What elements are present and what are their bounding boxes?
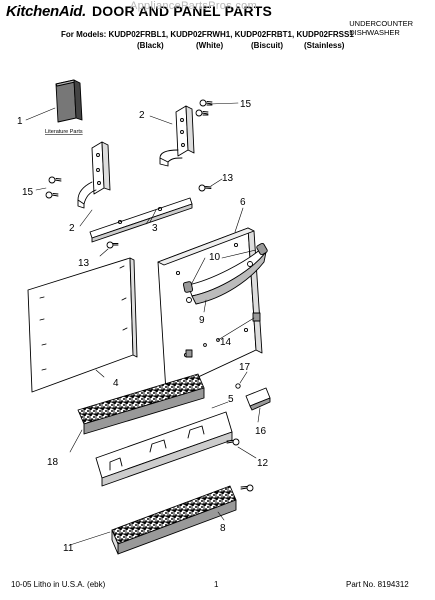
hinge-bracket-right: [159, 105, 195, 167]
finish-biscuit: (Biscuit): [251, 41, 283, 50]
callout-13-upper: 13: [222, 173, 234, 184]
finish-stainless: (Stainless): [304, 41, 345, 50]
product-type: UNDERCOUNTER DISHWASHER: [349, 19, 413, 37]
bottom-rail: [111, 485, 237, 555]
litho-note: 10-05 Litho in U.S.A. (ebk): [11, 580, 106, 589]
callout-17: 17: [239, 362, 251, 373]
part-number: Part No. 8194312: [346, 580, 409, 589]
model-list: For Models: KUDP02FRBL1, KUDP02FRWH1, KU…: [61, 30, 354, 39]
callout-14: 14: [220, 337, 232, 348]
callout-3: 3: [152, 223, 158, 234]
watermark: AppliancePartsPros.com: [130, 0, 258, 12]
callout-2-left: 2: [69, 223, 75, 234]
leader-lines: [25, 107, 173, 546]
callout-5: 5: [228, 394, 234, 405]
screws-12: [226, 438, 257, 492]
hinge-bracket-left: [77, 141, 111, 209]
door-handle: [182, 242, 268, 313]
callout-4: 4: [113, 378, 119, 389]
callout-6: 6: [240, 197, 246, 208]
inner-panel: [27, 257, 138, 393]
top-strip: [89, 197, 193, 243]
finish-white: (White): [196, 41, 224, 50]
screws-15-right: [195, 99, 239, 117]
literature-label: Literature Parts: [45, 129, 83, 135]
insulation-strip: [77, 373, 205, 435]
callout-15-left: 15: [22, 187, 34, 198]
page-title: DOOR AND PANEL PARTS: [92, 3, 273, 19]
screws-15-left: [35, 176, 62, 199]
clip-assembly: [235, 371, 271, 423]
callout-9: 9: [199, 315, 205, 326]
callout-13-lower: 13: [78, 258, 90, 269]
product-type-line1: UNDERCOUNTER: [349, 19, 413, 28]
callout-1: 1: [17, 116, 23, 127]
literature-pack: Literature Parts: [45, 79, 83, 135]
finish-black: (Black): [137, 41, 164, 50]
callout-15-upper: 15: [240, 99, 252, 110]
callout-18: 18: [47, 457, 59, 468]
bottom-trim: [95, 401, 233, 487]
clips-14: [185, 312, 261, 358]
callout-12: 12: [257, 458, 269, 469]
callout-numbers: 1 2 15 15 13 2 3 6 13 10 9 14 4 17 5 16 …: [17, 99, 269, 554]
screws-13: [99, 178, 223, 257]
callout-10: 10: [209, 252, 221, 263]
product-type-line2: DISHWASHER: [349, 28, 400, 37]
brand-logo: KitchenAid.: [6, 3, 87, 20]
handle-screws-10: [186, 249, 257, 303]
callout-16: 16: [255, 426, 267, 437]
callout-11: 11: [63, 543, 74, 554]
page-number: 1: [214, 580, 219, 589]
callout-2-upper: 2: [139, 110, 145, 121]
callout-8: 8: [220, 523, 226, 534]
